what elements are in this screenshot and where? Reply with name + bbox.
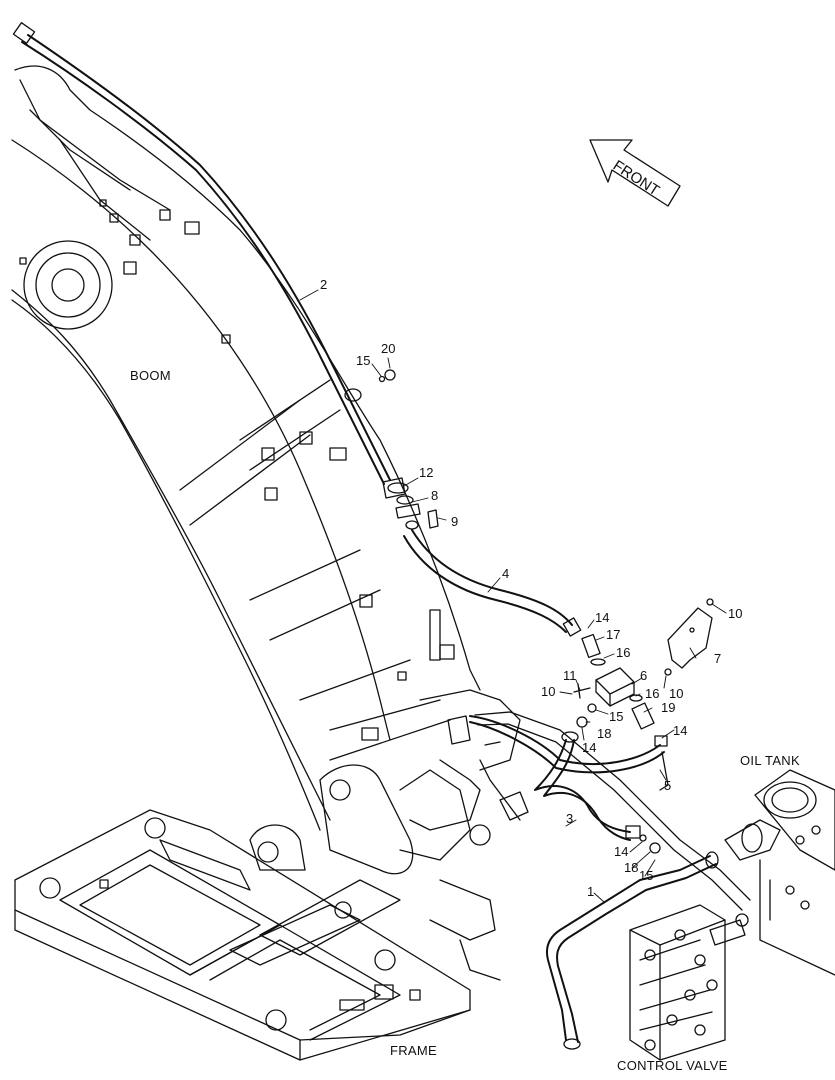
callout-13: 12 bbox=[419, 465, 434, 480]
callout-18-a: 18 bbox=[597, 726, 612, 741]
callout-14-b: 14 bbox=[673, 723, 688, 738]
callout-17: 17 bbox=[606, 627, 621, 642]
valve-block-6 bbox=[573, 633, 655, 730]
callout-12: 11 bbox=[563, 668, 577, 683]
callout-11: 10 bbox=[541, 684, 556, 699]
hose-2 bbox=[12, 22, 406, 499]
callout-9: 9 bbox=[451, 514, 459, 529]
boom-label: BOOM bbox=[130, 368, 171, 383]
leader-lines bbox=[299, 289, 727, 903]
callout-5: 5 bbox=[664, 778, 672, 793]
callout-15-upper: 15 bbox=[356, 353, 371, 368]
callout-10-b: 10 bbox=[669, 686, 684, 701]
fittings-upper bbox=[378, 369, 439, 530]
pipe-1 bbox=[545, 851, 719, 1050]
callout-7: 7 bbox=[714, 651, 722, 666]
callout-18-b: 18 bbox=[624, 860, 639, 875]
callout-8: 8 bbox=[431, 488, 439, 503]
control-valve bbox=[629, 904, 746, 1061]
hose-4 bbox=[403, 529, 582, 637]
boom-pipes bbox=[447, 711, 751, 911]
callout-14-d: 14 bbox=[614, 844, 629, 859]
frame-structure bbox=[14, 809, 471, 1061]
frame-label: FRAME bbox=[390, 1043, 437, 1058]
callout-15-mid: 15 bbox=[609, 709, 624, 724]
oil-tank-label: OIL TANK bbox=[740, 753, 800, 768]
callout-3: 3 bbox=[566, 811, 574, 826]
front-arrow-label: FRONT bbox=[610, 157, 663, 199]
control-valve-label: CONTROL VALVE bbox=[617, 1058, 728, 1073]
callout-10-a: 10 bbox=[728, 606, 743, 621]
callout-14-a: 14 bbox=[595, 610, 610, 625]
boom-structure bbox=[11, 65, 521, 981]
callout-4: 4 bbox=[502, 566, 510, 581]
callout-16-a: 16 bbox=[616, 645, 631, 660]
callout-2: 2 bbox=[320, 277, 328, 292]
front-arrow bbox=[589, 139, 681, 207]
callout-6: 6 bbox=[640, 668, 648, 683]
callout-1: 1 bbox=[587, 884, 595, 899]
callout-16-b: 16 bbox=[645, 686, 660, 701]
callout-14-c: 14 bbox=[582, 740, 597, 755]
callout-19: 19 bbox=[661, 700, 676, 715]
oil-tank bbox=[724, 769, 835, 976]
callout-15-lower: 15 bbox=[639, 868, 654, 883]
callout-20: 20 bbox=[381, 341, 396, 356]
bracket-7 bbox=[664, 598, 714, 676]
